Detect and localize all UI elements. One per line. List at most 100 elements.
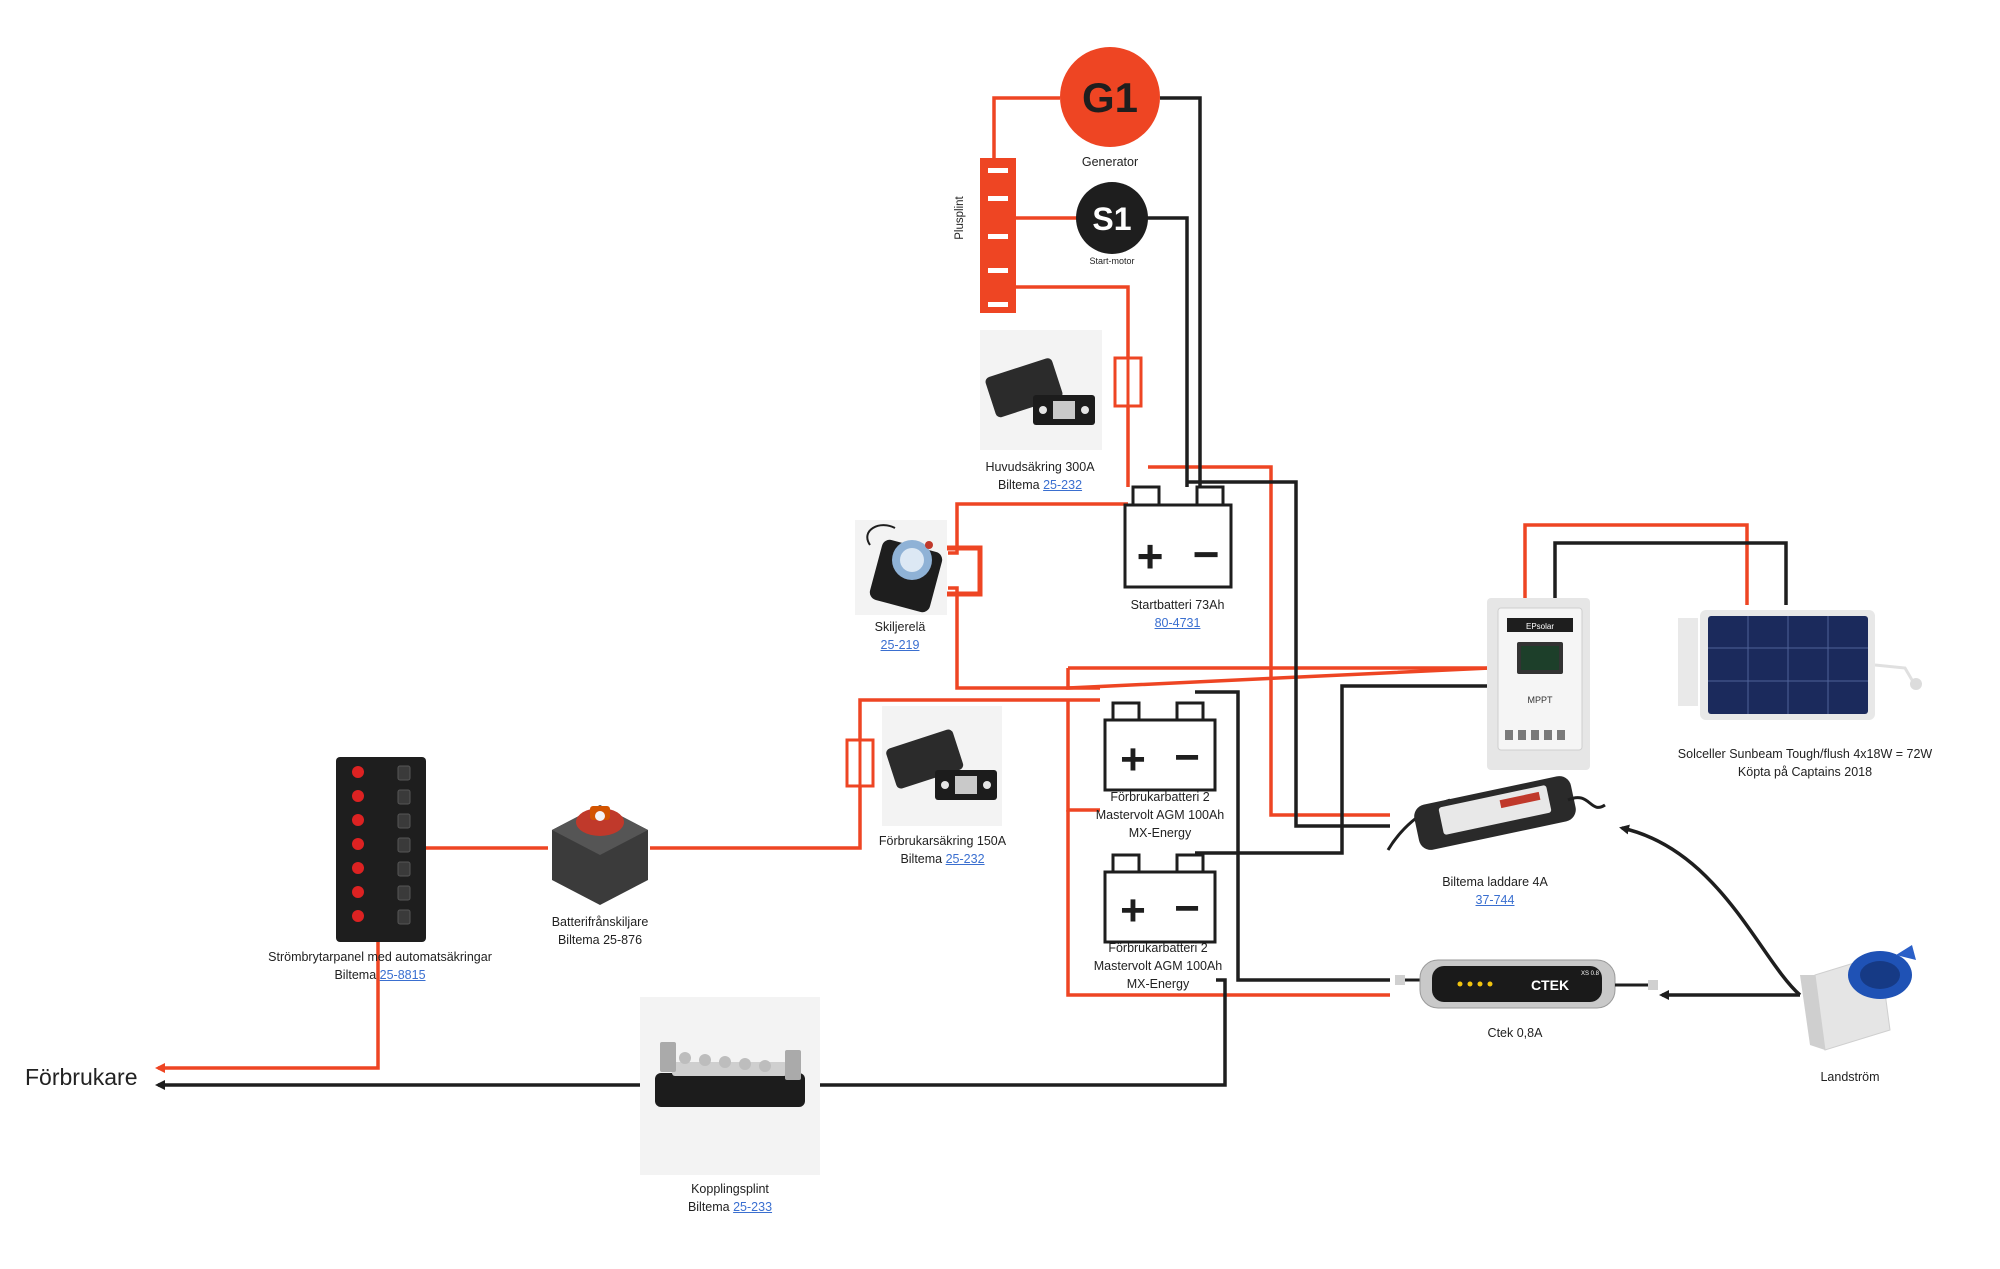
main-fuse-vendor: Biltema: [997, 478, 1040, 493]
generator: G1: [1060, 47, 1160, 147]
wire-b2a-neg: [1195, 690, 1390, 982]
battery-2b-plus: +: [1120, 886, 1146, 935]
start-battery-name: Startbatteri 73Ah: [1130, 598, 1225, 612]
positive-wires: [155, 96, 1749, 1073]
battery-2a-plus: +: [1120, 735, 1146, 784]
charger-4a-name: Biltema laddare 4A: [1442, 875, 1548, 889]
relay-image: [855, 520, 947, 615]
main-fuse-symbol: [1113, 356, 1143, 408]
solar-label: Solceller Sunbeam Tough/flush 4x18W = 72…: [1660, 745, 1950, 781]
generator-symbol: G1: [1082, 74, 1138, 121]
wire-relay-bottom: [948, 586, 1100, 690]
battery-2b-label: Förbrukarbatteri 2 Mastervolt AGM 100Ah …: [1068, 939, 1248, 993]
starter-symbol: S1: [1092, 201, 1131, 237]
service-fuse-vendor: Biltema: [900, 852, 943, 867]
disconnector-name: Batterifrånskiljare: [551, 915, 649, 929]
battery-2b-minus: −: [1174, 884, 1200, 933]
terminal-block-link[interactable]: 25-233: [733, 1200, 773, 1215]
battery-2a-line3: MX-Energy: [1128, 826, 1192, 841]
start-battery-plus: +: [1137, 530, 1164, 582]
terminal-block-name: Kopplingsplint: [691, 1182, 769, 1196]
wire-bus-mainfuse: [1016, 285, 1130, 358]
wire-starter-neg: [1145, 216, 1189, 487]
shore-power-image: [1800, 945, 1916, 1051]
wire-solar-mppt-neg: [1553, 541, 1788, 606]
wire-battbus-top: [1066, 666, 1491, 690]
service-fuse-label: Förbrukarsäkring 150A Biltema 25-232: [860, 832, 1025, 868]
charger-4a-link[interactable]: 37-744: [1475, 893, 1515, 908]
wire-startbatt-charger: [1148, 465, 1390, 817]
wire-solar-mppt-pos: [1523, 523, 1749, 606]
battery-2a-label: Förbrukarbatteri 2 Mastervolt AGM 100Ah …: [1070, 788, 1250, 842]
mppt-controller-image: EPsolar MPPT: [1487, 598, 1590, 770]
relay-bracket: [946, 545, 983, 597]
battery-2a-symbol: + −: [1103, 701, 1217, 792]
consumers-label: Förbrukare: [25, 1064, 137, 1090]
relay-label: Skiljerelä 25-219: [850, 618, 950, 654]
service-fuse-link[interactable]: 25-232: [945, 852, 985, 867]
relay-link[interactable]: 25-219: [880, 638, 920, 653]
battery-2b-line3: MX-Energy: [1126, 977, 1190, 992]
ctek-charger-image: CTEK XS 0.8: [1395, 959, 1658, 1009]
wire-b2b-neg-ctek: [820, 978, 1227, 1087]
disconnector-image: [552, 805, 648, 905]
charger-4a-image: [1386, 776, 1606, 851]
negative-wires: [155, 96, 1802, 1090]
terminal-block-image: [640, 997, 820, 1175]
switch-panel-label: Strömbrytarpanel med automatsäkringar Bi…: [240, 948, 520, 984]
ctek-model: XS 0.8: [1581, 971, 1600, 977]
relay-name: Skiljerelä: [874, 620, 926, 634]
starter-label: Start-motor: [1089, 256, 1134, 266]
main-fuse-label: Huvudsäkring 300A Biltema 25-232: [955, 458, 1125, 494]
wire-generator-plus: [992, 96, 1060, 160]
disconnector-article: Biltema 25-876: [557, 933, 643, 948]
service-fuse-name: Förbrukarsäkring 150A: [878, 834, 1007, 848]
battery-2b-line1: Förbrukarbatteri 2: [1108, 941, 1208, 955]
wire-startbatt-relay: [948, 502, 1128, 555]
battery-2a-line2: Mastervolt AGM 100Ah: [1095, 808, 1225, 823]
ctek-label: Ctek 0,8A: [1460, 1024, 1570, 1042]
switch-panel-link[interactable]: 25-8815: [379, 968, 426, 983]
wire-battbus-fuse: [858, 698, 1100, 740]
shore-power-name: Landström: [1820, 1070, 1880, 1084]
switch-panel-vendor: Biltema: [334, 968, 377, 983]
generator-label: Generator: [1082, 155, 1138, 169]
switch-panel-image: [336, 757, 426, 942]
battery-2a-line1: Förbrukarbatteri 2: [1110, 790, 1210, 804]
solar-line1: Solceller Sunbeam Tough/flush 4x18W = 72…: [1677, 747, 1933, 761]
ctek-name: Ctek 0,8A: [1487, 1026, 1543, 1040]
solar-panel-image: [1678, 610, 1922, 720]
charger-4a-label: Biltema laddare 4A 37-744: [1420, 873, 1570, 909]
mppt-model: MPPT: [1527, 695, 1553, 705]
disconnector-label: Batterifrånskiljare Biltema 25-876: [530, 913, 670, 949]
wire-shore-charger: [1619, 824, 1802, 997]
main-fuse-name: Huvudsäkring 300A: [985, 460, 1095, 474]
wire-generator-neg: [1160, 96, 1202, 487]
wire-panel-consumers: [155, 938, 380, 1073]
wire-b2a-b2b: [1066, 810, 1390, 997]
solar-line2: Köpta på Captains 2018: [1737, 765, 1873, 780]
main-fuse-link[interactable]: 25-232: [1043, 478, 1083, 493]
plus-bus: [980, 158, 1016, 313]
battery-2b-symbol: + −: [1103, 853, 1217, 944]
mppt-brand: EPsolar: [1526, 622, 1554, 631]
service-fuse-symbol: [845, 738, 875, 788]
start-battery-minus: −: [1193, 528, 1220, 580]
ctek-brand: CTEK: [1531, 977, 1569, 993]
main-fuse-image: [980, 330, 1102, 450]
switch-panel-name: Strömbrytarpanel med automatsäkringar: [268, 950, 492, 964]
service-fuse-image: [882, 706, 1002, 826]
wire-fuse-disconnector: [650, 786, 862, 850]
start-battery-symbol: + −: [1123, 485, 1233, 589]
wire-b2b-neg-charger: [1195, 684, 1490, 855]
start-battery-link[interactable]: 80-4731: [1154, 616, 1201, 631]
terminal-block-label: Kopplingsplint Biltema 25-233: [655, 1180, 805, 1216]
battery-2b-line2: Mastervolt AGM 100Ah: [1093, 959, 1223, 974]
plus-bus-label: Plusplint: [954, 195, 966, 239]
terminal-block-vendor: Biltema: [687, 1200, 730, 1215]
battery-2a-minus: −: [1174, 733, 1200, 782]
start-battery-label: Startbatteri 73Ah 80-4731: [1095, 596, 1260, 632]
shore-power-label: Landström: [1800, 1068, 1900, 1086]
starter-motor: S1: [1076, 182, 1148, 254]
